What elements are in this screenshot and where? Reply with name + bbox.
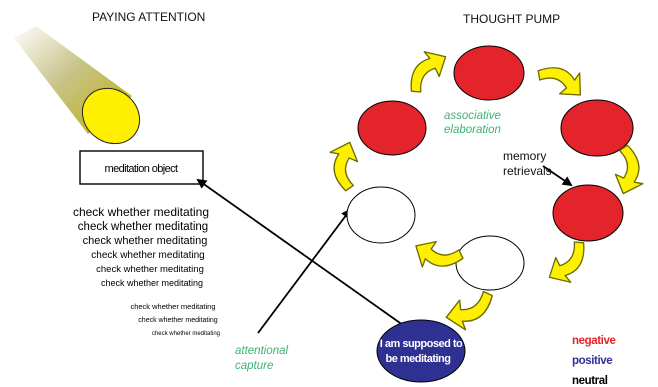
check-line-9: check whether meditating (152, 331, 220, 337)
arrow-attentional-capture (257, 208, 352, 334)
title-thought-pump: THOUGHT PUMP (463, 12, 560, 26)
node-neutral-left (346, 186, 416, 244)
legend-positive: positive (572, 355, 612, 367)
check-line-5: check whether meditating (96, 264, 204, 275)
arrow-to-meditation-object (196, 178, 411, 331)
label-attentional: attentional (235, 345, 289, 357)
label-elaboration: elaboration (444, 124, 501, 136)
meditation-object-label: meditation object (105, 163, 179, 175)
legend-neutral: neutral (572, 375, 608, 387)
title-paying-attention: PAYING ATTENTION (92, 10, 205, 24)
curly-arrow-4 (541, 237, 599, 292)
curly-arrow-3 (611, 143, 650, 198)
node-negative-right (560, 99, 634, 157)
curly-arrow-1 (396, 42, 454, 97)
node-neutral-bottom (455, 235, 525, 291)
label-memory: memory (503, 149, 546, 163)
curly-arrow-2 (533, 52, 592, 105)
check-line-6: check whether meditating (101, 278, 203, 288)
curly-arrow-6 (323, 138, 362, 193)
blue-node-line-2: be meditating (385, 353, 450, 365)
curly-arrow-5 (409, 234, 466, 280)
blue-node-line-1: I am supposed to (380, 338, 463, 350)
label-capture: capture (235, 360, 273, 372)
label-associative: associative (444, 110, 501, 122)
node-positive-blue (376, 319, 466, 383)
check-line-4: check whether meditating (91, 250, 204, 261)
arrow-memory-retrievals (542, 165, 573, 187)
check-line-8: check whether meditating (138, 317, 217, 324)
check-line-2: check whether meditating (78, 221, 208, 233)
legend-negative: negative (572, 335, 615, 347)
node-negative-left (357, 100, 427, 156)
spotlight-disc (81, 87, 141, 145)
node-negative-lower-right (552, 184, 624, 242)
meditation-object-box (79, 150, 204, 185)
node-negative-top (453, 45, 525, 101)
check-line-1: check whether meditating (73, 205, 209, 219)
label-retrievals: retrievals (503, 164, 552, 178)
check-line-3: check whether meditating (83, 235, 208, 247)
check-line-7: check whether meditating (130, 302, 215, 311)
